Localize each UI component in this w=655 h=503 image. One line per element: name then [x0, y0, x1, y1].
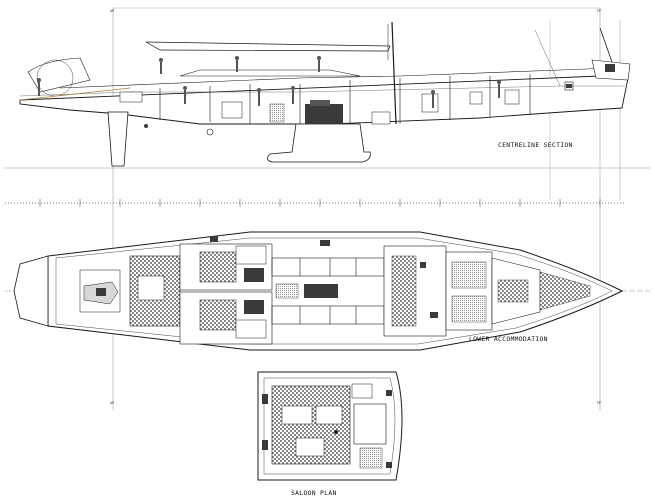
saloon-plan — [257, 371, 403, 481]
boom — [145, 41, 391, 52]
lower-accommodation — [13, 231, 624, 351]
aft-perpendicular-label-top: AP — [110, 9, 115, 13]
title-lower-accommodation: LOWER ACCOMMODATION — [469, 335, 548, 343]
engine — [305, 104, 343, 124]
keel-fin — [267, 123, 371, 163]
doghouse — [179, 69, 361, 77]
engine-plan — [304, 284, 338, 298]
title-centreline-section: CENTRELINE SECTION — [498, 141, 573, 149]
centreline-section — [19, 21, 631, 167]
title-saloon-plan: SALOON PLAN — [291, 489, 337, 497]
forward-perpendicular-label-top: FP — [597, 9, 601, 13]
forward-perpendicular-label-bottom: FP — [597, 401, 601, 405]
mast — [391, 21, 397, 125]
station-ticks — [39, 199, 601, 207]
rudder — [107, 111, 129, 167]
deck-line — [59, 67, 613, 89]
aft-perpendicular-label-bottom: AP — [110, 401, 115, 405]
